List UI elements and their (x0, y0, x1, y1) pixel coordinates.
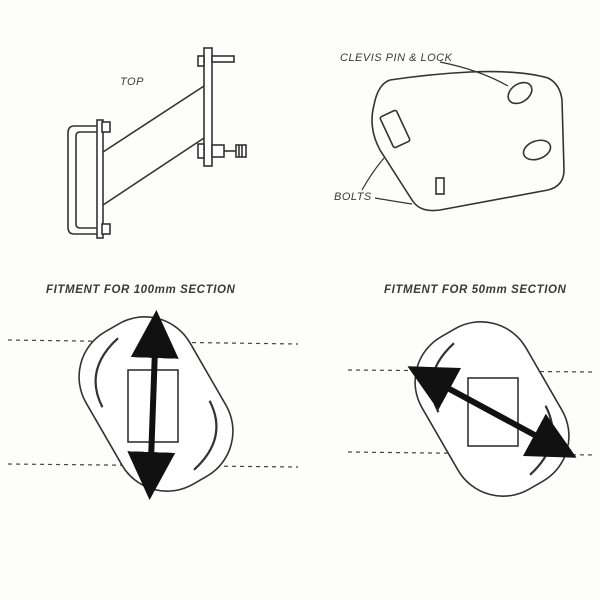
u-clamp (67, 125, 102, 235)
clamp-plate (96, 119, 104, 239)
fitment-100-title: FITMENT FOR 100mm SECTION (46, 284, 236, 296)
clevis-hole (507, 81, 533, 105)
fitment-50-title: FITMENT FOR 50mm SECTION (384, 284, 567, 296)
pin-upper (211, 55, 235, 63)
clevis-pin-label: CLEVIS PIN & LOCK (340, 52, 453, 64)
mounting-plate-view (361, 61, 565, 212)
top-view-bracket (67, 47, 247, 239)
plate-oval-hole (522, 139, 552, 161)
clamp-nut-top (101, 121, 111, 133)
plate-small-slot (435, 177, 445, 195)
bracket-arm-upper (102, 85, 205, 153)
fitment-50-diagram (347, 321, 597, 497)
span-bar-50 (407, 366, 577, 458)
clamp-nut-bottom (101, 223, 111, 235)
mounting-plate (203, 47, 213, 167)
clevis-leader (439, 61, 509, 87)
plate-bolt-nut (235, 144, 247, 158)
bracket-arm-lower (102, 137, 205, 206)
bolts-leader-2 (374, 197, 413, 205)
plate-bolt-head (211, 144, 225, 158)
fitment-100-diagram (7, 310, 299, 500)
top-label: TOP (120, 76, 144, 88)
plate-slot (379, 109, 411, 149)
section-line-top-50 (347, 369, 597, 373)
section-line-bottom-50 (347, 451, 597, 456)
bolts-label: BOLTS (334, 191, 372, 203)
bolts-leader-1 (361, 157, 385, 191)
span-bar-100 (127, 310, 179, 500)
